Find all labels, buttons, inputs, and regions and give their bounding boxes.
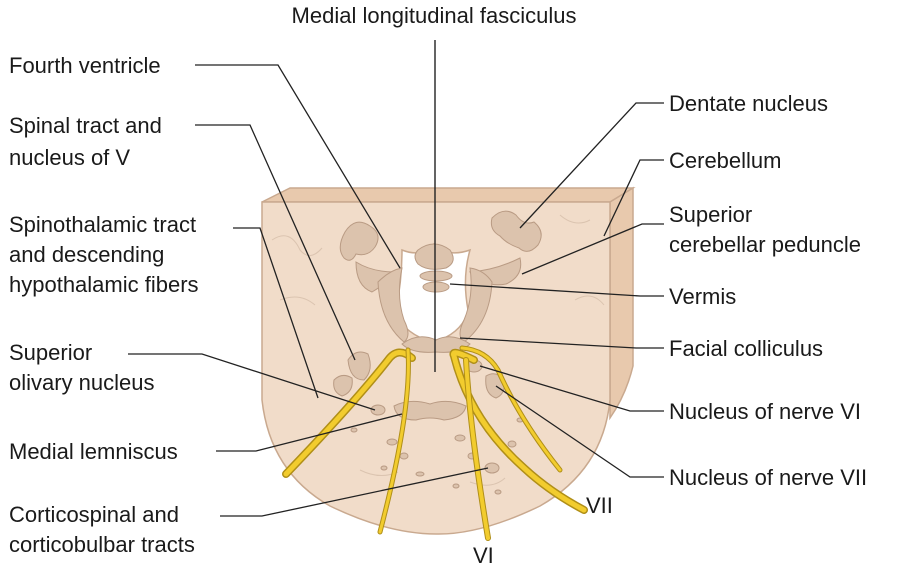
label-nerve-vi: VI [473,543,494,568]
label-corticospinal-line2: corticobulbar tracts [9,532,195,557]
vermis-lobule [423,282,449,292]
label-nucleus-vi: Nucleus of nerve VI [669,399,861,424]
tissue-block [262,188,633,534]
label-superior-olivary-line2: olivary nucleus [9,370,155,395]
label-nerve-vii: VII [586,493,613,518]
label-spinothalamic-line2: and descending [9,242,164,267]
label-medial-lemniscus: Medial lemniscus [9,439,178,464]
label-cerebellum: Cerebellum [669,148,782,173]
tissue-top-face [262,188,633,202]
vermis [415,244,453,269]
label-nucleus-vii: Nucleus of nerve VII [669,465,867,490]
label-dentate: Dentate nucleus [669,91,828,116]
label-superior-olivary-line1: Superior [9,340,92,365]
label-facial-colliculus: Facial colliculus [669,336,823,361]
tissue-right-face [610,188,633,418]
label-spinothalamic-line1: Spinothalamic tract [9,212,196,237]
label-spinothalamic-line3: hypothalamic fibers [9,272,199,297]
vermis-lobule [420,271,452,281]
label-scp-line2: cerebellar peduncle [669,232,861,257]
label-scp-line1: Superior [669,202,752,227]
label-fourth-ventricle: Fourth ventricle [9,53,161,78]
label-vermis: Vermis [669,284,736,309]
label-corticospinal-line1: Corticospinal and [9,502,179,527]
label-spinal-tract-line2: nucleus of V [9,145,130,170]
label-mlf: Medial longitudinal fasciculus [292,3,577,28]
label-spinal-tract-line1: Spinal tract and [9,113,162,138]
